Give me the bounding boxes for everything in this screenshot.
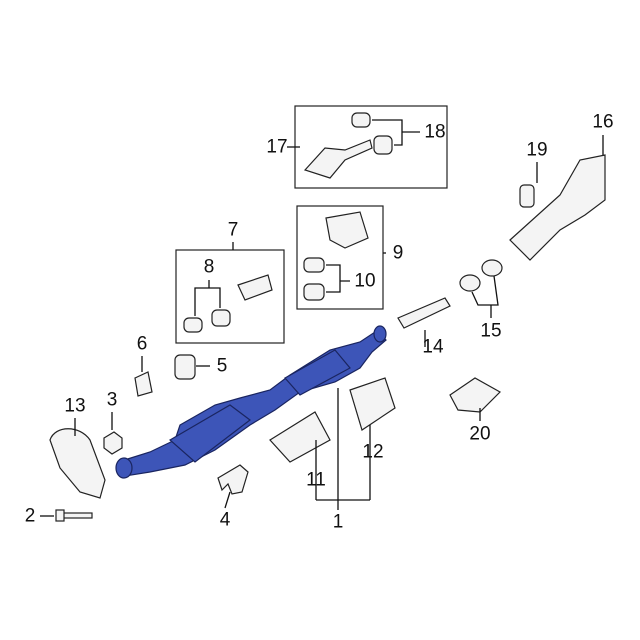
clip [134,371,153,397]
callout-12: 12 [362,441,384,463]
group-box-7 [175,249,285,344]
gasket [481,259,503,277]
callout-10: 10 [354,270,376,292]
callout-3: 3 [106,389,118,411]
callout-5: 5 [216,355,228,377]
bracket-9 [303,211,369,301]
leader-lines [40,119,604,517]
callout-4: 4 [219,509,231,531]
callout-1: 1 [332,511,344,533]
nut [103,431,123,455]
tailpipe [509,154,606,261]
callout-14: 14 [422,336,444,358]
callout-11: 11 [306,469,326,491]
callout-20: 20 [469,423,491,445]
group-box-9 [296,205,384,310]
callout-2: 2 [24,505,36,527]
callout-17: 17 [266,136,288,158]
callout-19: 19 [526,139,548,161]
heat-shield-11 [269,411,331,463]
callout-9: 9 [392,242,404,264]
elbow-pipe [49,428,106,499]
converter-assembly [115,325,387,479]
hanger-bracket [217,464,249,495]
bracket-17 [303,112,393,179]
callout-13: 13 [64,395,86,417]
heat-shield-12 [349,377,396,431]
callout-8: 8 [203,256,215,278]
callout-6: 6 [136,333,148,355]
callout-18: 18 [424,121,446,143]
mount-bracket [449,377,501,413]
gasket [459,274,481,292]
isolators-8 [183,274,273,333]
callout-16: 16 [592,111,614,133]
callout-7: 7 [227,219,239,241]
callout-15: 15 [480,320,502,342]
insulator [174,354,196,380]
bolt [55,509,93,522]
hanger [519,184,535,208]
flex-pipe [397,297,451,329]
